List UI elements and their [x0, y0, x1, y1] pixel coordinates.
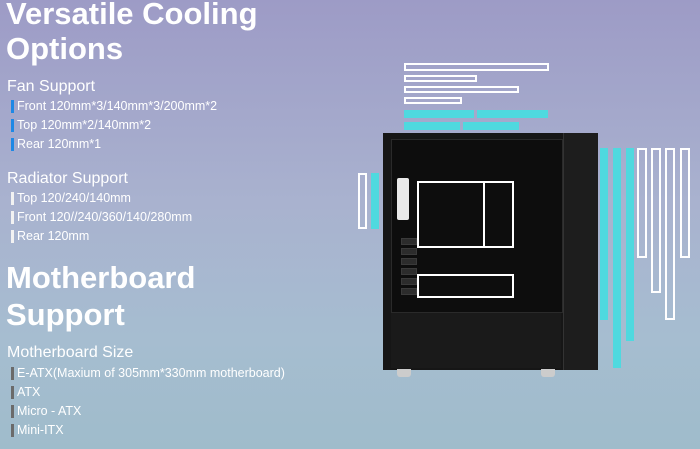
top-radiator-bar [404, 110, 474, 118]
bullet-bar [11, 192, 14, 205]
radiator-support-heading: Radiator Support [7, 170, 128, 187]
rear-fan-outline-bar [358, 173, 367, 229]
motherboard-size-item: E-ATX(Maxium of 305mm*330mm motherboard) [11, 365, 285, 382]
fan-support-item: Top 120mm*2/140mm*2 [11, 117, 151, 134]
expansion-slot [401, 288, 417, 295]
motherboard-size-heading: Motherboard Size [7, 344, 134, 361]
cooling-title-line2: Options [6, 31, 124, 66]
motherboard-size-item: Micro - ATX [11, 403, 81, 420]
top-fan-outline-bar [404, 75, 477, 82]
fan-support-heading: Fan Support [7, 78, 96, 95]
front-fan-outline-bar [637, 148, 647, 258]
case-foot [541, 369, 555, 377]
motherboard-size-item: Mini-ITX [11, 422, 64, 439]
radiator-support-item: Front 120//240/360/140/280mm [11, 209, 192, 226]
motherboard-outline-small [417, 181, 485, 248]
fan-support-item: Front 120mm*3/140mm*3/200mm*2 [11, 98, 217, 115]
pc-case-image [383, 133, 598, 377]
bullet-bar [11, 100, 14, 113]
expansion-slot [401, 258, 417, 265]
motherboard-outline-extension [417, 274, 514, 298]
top-radiator-bar [463, 122, 519, 130]
bullet-bar [11, 405, 14, 418]
case-side-window [391, 139, 563, 313]
top-fan-outline-bar [404, 86, 519, 93]
rear-radiator-bar [371, 173, 379, 229]
top-radiator-bar [477, 110, 548, 118]
case-foot [397, 369, 411, 377]
motherboard-divider-line [417, 274, 514, 276]
top-radiator-bar [404, 122, 460, 130]
front-fan-outline-bar [651, 148, 661, 293]
expansion-slot [401, 248, 417, 255]
bullet-bar [11, 230, 14, 243]
bullet-bar [11, 211, 14, 224]
expansion-slot [401, 278, 417, 285]
expansion-slot [401, 268, 417, 275]
radiator-support-item: Rear 120mm [11, 228, 89, 245]
radiator-support-item: Top 120/240/140mm [11, 190, 131, 207]
case-body [383, 133, 563, 370]
motherboard-title-line2: Support [6, 297, 125, 332]
front-radiator-bar [626, 148, 634, 341]
rear-fan [397, 178, 409, 220]
front-fan-outline-bar [680, 148, 690, 258]
front-radiator-bar [613, 148, 621, 368]
expansion-slot [401, 238, 417, 245]
front-radiator-bar [600, 148, 608, 320]
motherboard-size-item: ATX [11, 384, 40, 401]
bullet-bar [11, 424, 14, 437]
front-fan-outline-bar [665, 148, 675, 320]
top-fan-outline-bar [404, 63, 549, 71]
cooling-title-line1: Versatile Cooling [6, 0, 258, 31]
top-fan-outline-bar [404, 97, 462, 104]
psu-shroud [391, 313, 561, 368]
bullet-bar [11, 138, 14, 151]
bullet-bar [11, 367, 14, 380]
bullet-bar [11, 119, 14, 132]
fan-support-item: Rear 120mm*1 [11, 136, 101, 153]
motherboard-title-line1: Motherboard [6, 260, 196, 295]
bullet-bar [11, 386, 14, 399]
case-front-panel [563, 133, 598, 370]
